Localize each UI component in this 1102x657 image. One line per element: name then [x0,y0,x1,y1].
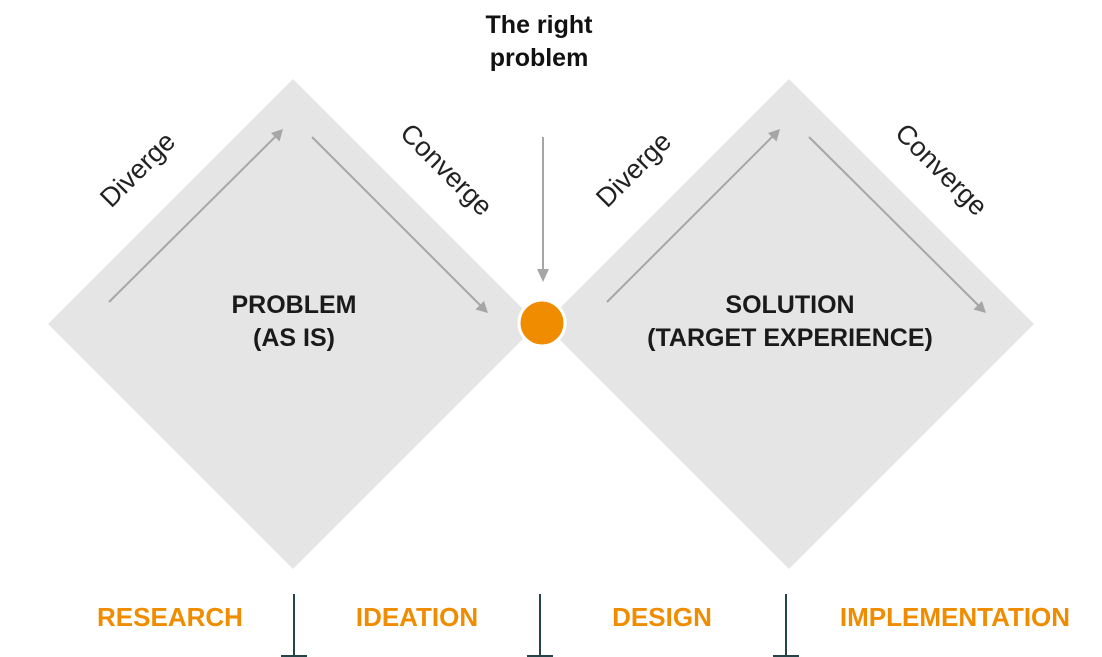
problem-diamond [48,79,538,569]
phase-divider-3 [773,594,799,657]
diverge-arrow-left [108,135,277,303]
diverge-arrowhead-left [271,129,283,142]
diverge-label-left: Diverge [94,126,181,213]
phase-implementation: IMPLEMENTATION [840,602,1070,632]
solution-title-line2: (TARGET EXPERIENCE) [647,324,933,352]
converge-arrowhead-left [475,301,488,313]
phase-design: DESIGN [612,602,712,632]
right-problem-arrowhead [537,269,549,282]
solution-diamond [544,79,1034,569]
converge-arrowhead-right [973,301,986,313]
problem-title-line1: PROBLEM [232,291,357,319]
phase-divider-2 [527,594,553,657]
converge-arrow-right [808,136,980,307]
right-problem-title-line2: problem [490,44,589,72]
phase-research: RESEARCH [97,602,243,632]
problem-title-line2: (AS IS) [253,324,335,352]
diverge-arrowhead-right [768,129,780,142]
diverge-arrow-right [606,135,774,303]
phase-divider-1 [281,594,307,657]
converge-arrow-left [311,136,482,307]
phase-ideation: IDEATION [356,602,478,632]
diverge-label-right: Diverge [590,126,677,213]
right-problem-point [517,298,567,348]
solution-title-line1: SOLUTION [725,291,854,319]
right-problem-title-line1: The right [486,11,594,39]
